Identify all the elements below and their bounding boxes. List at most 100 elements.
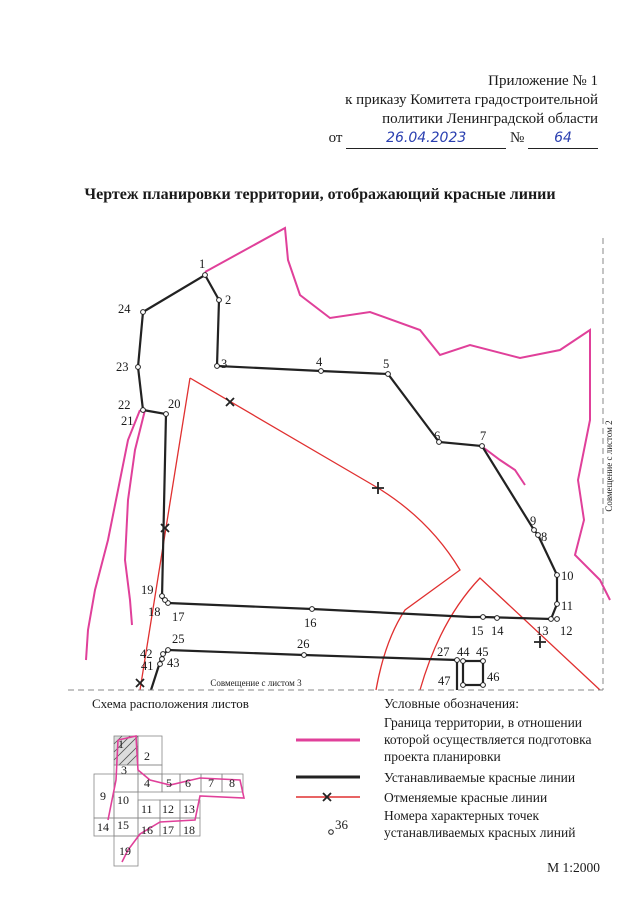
point-12	[554, 616, 560, 622]
territory-boundary	[204, 226, 611, 601]
scheme-num-4: 4	[144, 776, 150, 790]
scheme-num-13: 13	[183, 802, 195, 816]
label-41: 41	[141, 659, 154, 673]
territory-boundary-inner	[123, 409, 146, 626]
label-1: 1	[199, 257, 205, 271]
cancel-marker-1	[225, 397, 235, 407]
label-6: 6	[434, 429, 440, 443]
label-8: 8	[541, 530, 547, 544]
point-47	[460, 682, 466, 688]
point-18	[162, 597, 168, 603]
point-5	[385, 371, 391, 377]
label-22: 22	[118, 398, 131, 412]
label-20: 20	[168, 397, 181, 411]
sheet-link-right-label: Совмещение с листом 2	[604, 420, 614, 511]
cancel-markers	[135, 397, 546, 688]
scheme-num-15: 15	[117, 818, 129, 832]
label-44: 44	[457, 645, 470, 659]
point-20	[163, 411, 169, 417]
scheme-num-19: 19	[119, 844, 131, 858]
point-24	[140, 309, 146, 315]
legend-point-symbol	[328, 829, 334, 835]
scheme-num-8: 8	[229, 776, 235, 790]
legend-symbols: 36	[296, 738, 360, 835]
point-15	[480, 614, 486, 620]
label-18: 18	[148, 605, 161, 619]
point-9	[531, 527, 537, 533]
label-4: 4	[316, 355, 323, 369]
label-3: 3	[221, 357, 227, 371]
label-24: 24	[118, 302, 131, 316]
point-11	[554, 601, 560, 607]
appendix-line-3: политики Ленинградской области	[382, 111, 598, 127]
point-2	[216, 297, 222, 303]
point-46	[480, 682, 486, 688]
label-45: 45	[476, 645, 489, 659]
scheme-num-5: 5	[166, 776, 172, 790]
scheme-num-9: 9	[100, 789, 106, 803]
label-43: 43	[167, 656, 180, 670]
scheme-num-3: 3	[121, 763, 127, 777]
scheme-labels: 1 2 3 4 5 6 7 8 9 10 11 12 13 14 15 16 1…	[97, 737, 235, 858]
label-42: 42	[140, 647, 153, 661]
points	[135, 272, 560, 688]
label-7: 7	[480, 429, 486, 443]
number-value: 64	[528, 129, 598, 149]
scheme-num-18: 18	[183, 823, 195, 837]
scheme-num-6: 6	[185, 776, 191, 790]
label-10: 10	[561, 569, 574, 583]
label-47: 47	[438, 674, 451, 688]
point-labels: 1 2 3 4 5 6 7 8 9 10 11 12 13 14 15 16 1…	[116, 257, 574, 688]
scheme-title: Схема расположения листов	[92, 696, 249, 711]
point-43	[159, 656, 165, 662]
appendix-header: Приложение № 1 к приказу Комитета градос…	[329, 72, 598, 149]
point-42	[160, 651, 166, 657]
label-21: 21	[121, 414, 134, 428]
label-27: 27	[437, 645, 450, 659]
appendix-date-line: от 26.04.2023 № 64	[329, 129, 598, 149]
cancel-marker-4	[534, 636, 546, 648]
label-11: 11	[561, 599, 573, 613]
point-4	[318, 368, 324, 374]
label-14: 14	[491, 624, 504, 638]
point-19	[159, 593, 165, 599]
legend-item-boundary: Граница территории, в отношении которой …	[384, 715, 592, 764]
point-14	[494, 615, 500, 621]
red-line-box	[461, 659, 485, 687]
point-6	[436, 439, 442, 445]
territory-boundary-left	[85, 409, 141, 661]
cancelled-line-1	[189, 377, 461, 691]
label-5: 5	[383, 357, 389, 371]
scheme-num-16: 16	[141, 823, 153, 837]
point-41	[157, 661, 163, 667]
scheme-num-17: 17	[162, 823, 174, 837]
point-25	[165, 647, 171, 653]
label-46: 46	[487, 670, 500, 684]
cancel-marker-3	[160, 523, 170, 533]
label-16: 16	[304, 616, 317, 630]
scheme-num-11: 11	[141, 802, 153, 816]
cancel-marker-2	[372, 482, 384, 494]
point-16	[309, 606, 315, 612]
point-21	[140, 407, 146, 413]
scheme-boundary	[107, 735, 246, 863]
label-23: 23	[116, 360, 129, 374]
point-13	[548, 616, 554, 622]
point-10	[554, 572, 560, 578]
legend-title: Условные обозначения:	[384, 696, 520, 711]
scheme-num-14: 14	[97, 820, 109, 834]
point-3	[214, 363, 220, 369]
scheme-num-10: 10	[117, 793, 129, 807]
appendix-line-1: Приложение № 1	[488, 73, 598, 89]
legend-cancel-marker	[322, 792, 332, 802]
label-26: 26	[297, 637, 310, 651]
label-15: 15	[471, 624, 484, 638]
sheet-link-bottom-label: Совмещение с листом 3	[210, 678, 302, 688]
cancel-marker-5	[135, 678, 145, 688]
scheme-num-12: 12	[162, 802, 174, 816]
scheme-num-7: 7	[208, 776, 214, 790]
point-23	[135, 364, 141, 370]
point-45	[480, 658, 486, 664]
document-title: Чертеж планировки территории, отображающ…	[84, 186, 556, 203]
